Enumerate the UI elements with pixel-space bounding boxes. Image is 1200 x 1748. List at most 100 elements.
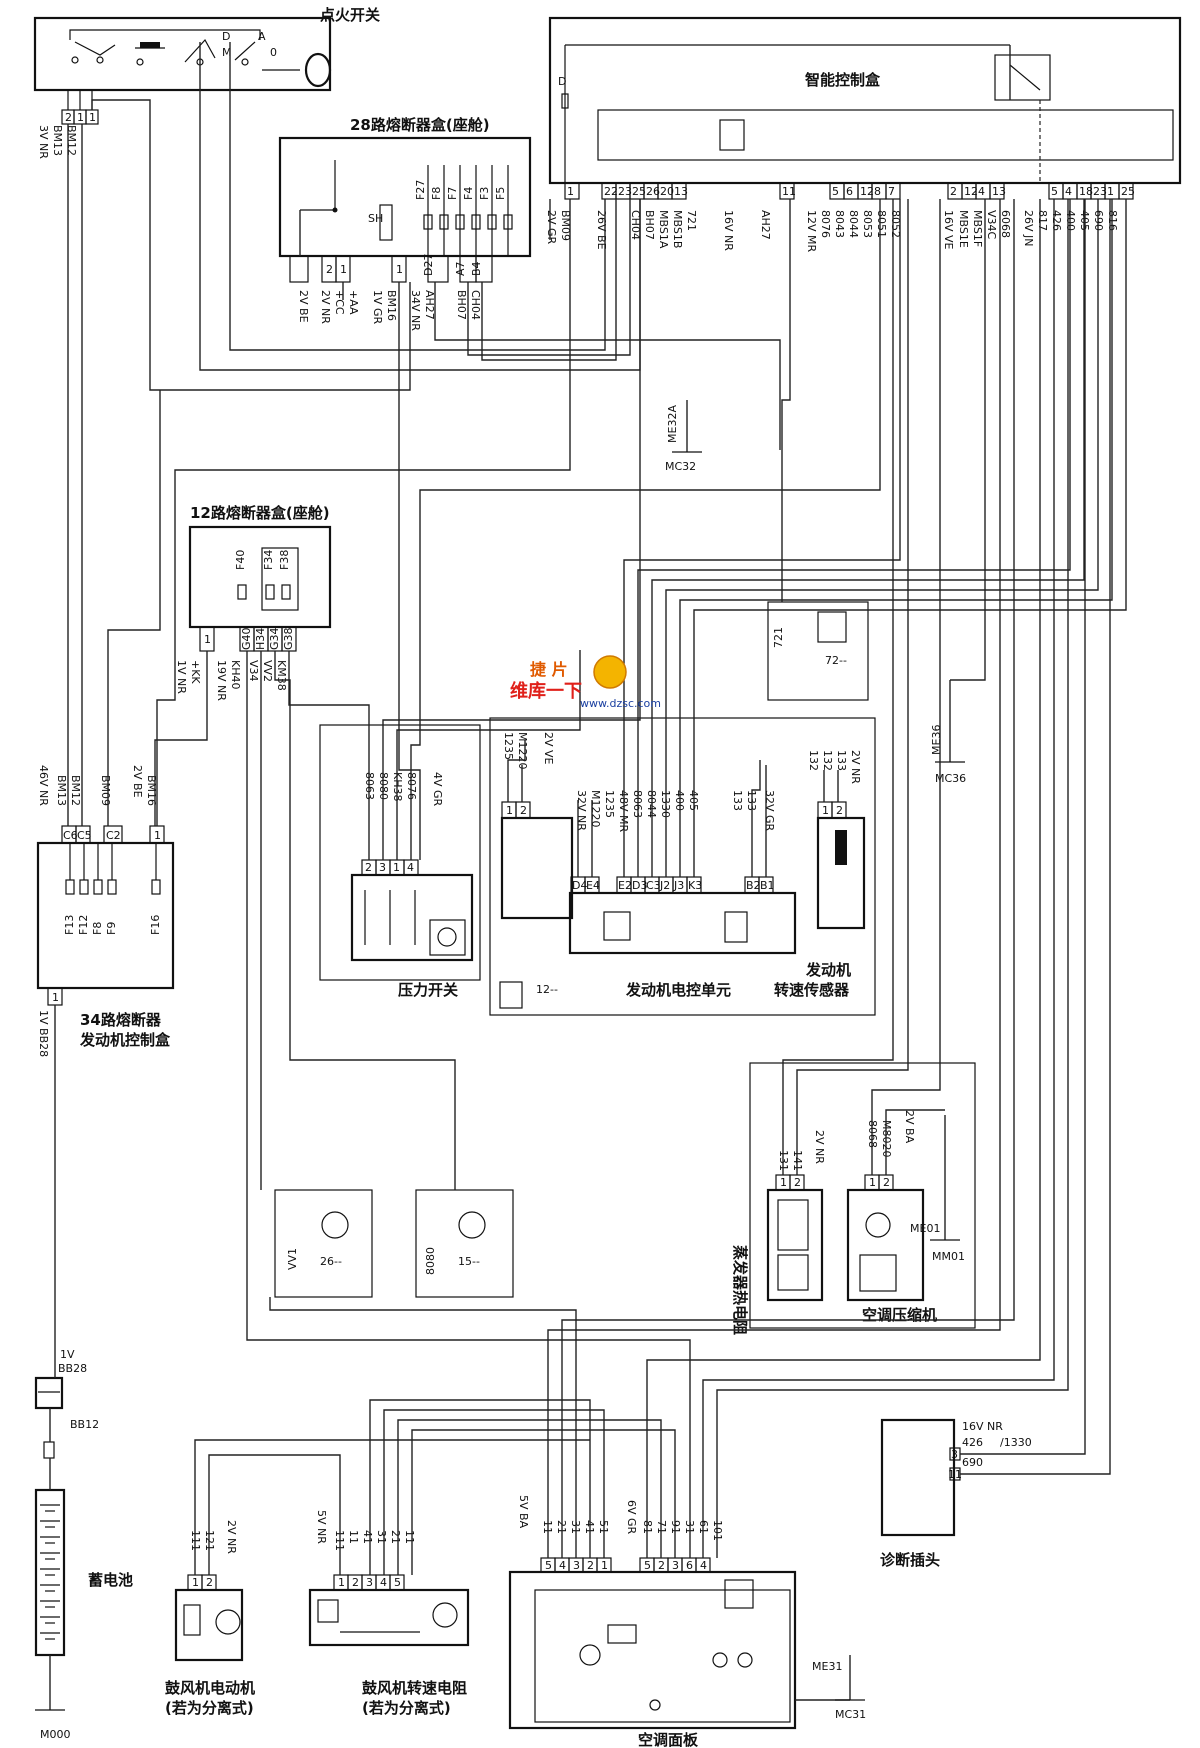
fuse-box-12: 1 [188, 525, 332, 652]
ref-box-72 [767, 601, 869, 701]
ground-m000: M000 [40, 1728, 71, 1741]
ecu-sensor-pin-s1: 1 [506, 804, 513, 817]
fb12-pin-1: 1 [204, 633, 211, 646]
wire-42 [885, 1109, 945, 1175]
left-wire-w10: 1V BB28 [37, 1010, 50, 1057]
wire-46 [269, 1297, 577, 1558]
wire-53 [716, 199, 1069, 1558]
fb12-pin-g34: G34 [268, 627, 281, 650]
ecu-wire-w1: 1235 [502, 732, 515, 760]
fb28-fuse-f8: F8 [430, 187, 443, 200]
fb12-fuse-f38: F38 [278, 550, 291, 570]
wire-16 [154, 651, 208, 826]
smart-wire-label-23: 817 [1036, 210, 1049, 231]
ecu-speed-pin-p1: 1 [822, 804, 829, 817]
wire-12 [434, 282, 781, 450]
smart-pin-4: 26 [646, 185, 660, 198]
blower-motor: 1 2 [174, 1574, 244, 1662]
fb12-pin-g40: G40 [240, 627, 253, 650]
fb34-fuse-f16: F16 [149, 915, 162, 935]
smart-wire-label-1: BM09 [559, 210, 572, 241]
wire-33 [693, 199, 1127, 877]
watermark-logo: 捷 片 [530, 660, 568, 679]
fb12-pin-g38: G38 [282, 627, 295, 650]
label-8080: 8080 [424, 1247, 437, 1275]
smart-wire-label-0: 2V GR [545, 210, 558, 245]
ecu-wire-w4: 32V NR [575, 790, 588, 831]
smart-pin-15: 4 [978, 185, 985, 198]
label-speed-sensor-line1: 发动机 [805, 961, 851, 979]
smart-wire-label-17: 16V VE [942, 210, 955, 250]
panel-wire-6vgr: 6V GR [625, 1500, 638, 1535]
label-evaporator-thermistor: 蒸发器热电阻 [731, 1245, 749, 1335]
panel-pin-6: 2 [658, 1559, 665, 1572]
diag-w1: 16V NR [962, 1420, 1003, 1433]
fb28-sh: SH [368, 212, 383, 225]
wire-2 [91, 99, 411, 391]
smart-pin-12: 7 [888, 185, 895, 198]
smart-pin-0: 1 [567, 185, 574, 198]
wire-45 [561, 199, 1015, 1558]
blower-pin-2: 2 [206, 1576, 213, 1589]
fb28-wire-w10: CH04 [469, 290, 482, 320]
ecu-wire-w2: M1220 [516, 732, 529, 770]
wire-32 [679, 199, 1113, 877]
wire-52 [702, 199, 1055, 1558]
fb28-wire-w8: AH27 [423, 290, 436, 320]
blower-pin-1: 1 [192, 1576, 199, 1589]
panel-pin-1: 4 [559, 1559, 566, 1572]
diag-pin-3: 3 [951, 1448, 958, 1461]
smart-pin-10: 12 [860, 185, 874, 198]
ign-pin-1b: 1 [89, 111, 96, 124]
smart-wire-label-15: 8051 [875, 210, 888, 238]
resistor-wire-11b: 11 [403, 1530, 416, 1544]
fb34-pin-c6: C6 [63, 829, 78, 842]
blower-wire-2vnr: 2V NR [225, 1520, 238, 1554]
wire-17 [246, 651, 691, 1558]
ground-me36: ME36 [930, 725, 943, 755]
wire-21 [382, 199, 641, 860]
fb28-wire-w1: 2V BE [297, 290, 310, 323]
smart-wire-label-19: MBS1F [971, 210, 984, 247]
smart-wire-label-2: 26V BE [595, 210, 608, 250]
wire-55 [208, 1454, 341, 1575]
smart-pin-19: 18 [1079, 185, 1093, 198]
fb28-wire-w7: 34V NR [409, 290, 422, 331]
fb28-wire-w5: 1V GR [371, 290, 384, 325]
panel-pin-4: 1 [601, 1559, 608, 1572]
smart-control-box: D [548, 16, 1182, 185]
smart-wire-label-8: 16V NR [722, 210, 735, 251]
panel-pin-2: 3 [573, 1559, 580, 1572]
wire-20 [288, 651, 370, 860]
wire-34 [751, 760, 761, 877]
ground-mm01: MM01 [932, 1250, 965, 1263]
ground-me32a: ME32A [666, 405, 679, 443]
smart-pin-11: 8 [874, 185, 881, 198]
resistor-pin-4: 4 [380, 1576, 387, 1589]
label-blower-motor-line2: (若为分离式) [165, 1699, 254, 1717]
left-wire-w9: BM16 [145, 775, 158, 806]
fb28-pin-1: 1 [340, 263, 347, 276]
ref-12: 12-- [536, 983, 558, 996]
fb28-pin-d27: D27 [422, 254, 435, 276]
fb28-fuse-f7: F7 [446, 187, 459, 200]
ign-0: 0 [270, 46, 277, 59]
blower-resistor [308, 1574, 470, 1647]
pressure-pin-p2: 2 [365, 861, 372, 874]
left-wire-w2: BM13 [51, 125, 64, 156]
ecu-pin-c3: C3 [646, 879, 661, 892]
pressure-pin-p4: 4 [407, 861, 414, 874]
evap-wire-2vnr: 2V NR [813, 1130, 826, 1164]
ecu-pin-b2: B2 [746, 879, 761, 892]
left-wire-w4: 46V NR [37, 765, 50, 806]
fb28-pin-a7: A7 [454, 261, 467, 276]
ground-mc31: MC31 [835, 1708, 866, 1721]
smart-pin-2: 23 [618, 185, 632, 198]
fb12-wire-w2: +KK [189, 660, 202, 684]
ecu-wire-w3: 2V VE [542, 732, 555, 765]
smart-pin-13: 2 [950, 185, 957, 198]
ecu-wire-w6: 1235 [603, 790, 616, 818]
